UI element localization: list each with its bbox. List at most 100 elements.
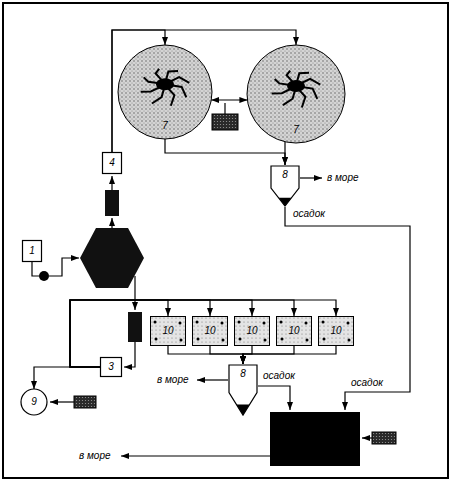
- particle: [306, 339, 309, 342]
- flow-label-text: осадок: [292, 208, 326, 220]
- outlet-line: [300, 177, 322, 178]
- organism-leg: [171, 85, 186, 97]
- sludge-line: [258, 386, 290, 410]
- callout-number: 4: [109, 157, 115, 169]
- pump-dot: [39, 271, 49, 281]
- flow-line: [111, 218, 112, 228]
- flow-label: в море: [326, 172, 360, 184]
- feed-line: [32, 262, 39, 276]
- organism-leg: [272, 89, 291, 94]
- callout-number: 7: [293, 124, 299, 136]
- organism-leg: [299, 90, 305, 107]
- flow-connector: [211, 99, 247, 100]
- callout-number: 10: [204, 325, 215, 337]
- callout-number: 7: [162, 120, 168, 132]
- flow-line: [111, 176, 112, 190]
- particle: [280, 321, 283, 324]
- reagent-block: [74, 396, 96, 408]
- organism-leg: [287, 71, 293, 82]
- particle: [281, 338, 284, 341]
- flow-label: осадок: [292, 208, 326, 220]
- particle: [323, 338, 326, 341]
- box-outline: [103, 153, 122, 174]
- flow-label-text: в море: [78, 450, 112, 462]
- flow-line: [134, 276, 135, 310]
- particle: [347, 322, 350, 325]
- flow-connector: [243, 346, 252, 364]
- callout-number: 3: [108, 361, 114, 373]
- tank-outline: [118, 45, 212, 139]
- outlet-line: [121, 455, 270, 456]
- treatment-cell: 10: [276, 316, 312, 346]
- flow-connector: [165, 139, 285, 165]
- organism-leg: [168, 88, 174, 105]
- flow-label: осадок: [350, 377, 384, 389]
- cell-outline: [235, 317, 270, 346]
- particle: [322, 321, 325, 324]
- flow-label-text: осадок: [262, 370, 296, 382]
- box-outline: [101, 358, 122, 377]
- flow-connector: [168, 346, 243, 364]
- flow-label: в море: [156, 374, 190, 386]
- sludge-unit: [270, 412, 360, 466]
- organism-leg: [283, 91, 295, 105]
- flow-connector: [284, 142, 285, 165]
- flow-label: осадок: [262, 370, 296, 382]
- cell-outline: [193, 317, 228, 346]
- flow-connector: [243, 346, 336, 364]
- particle: [221, 322, 224, 325]
- sludge-line: [285, 207, 410, 410]
- filter-block: [128, 312, 142, 342]
- callout-number: 9: [31, 396, 37, 408]
- callout-number: 1: [29, 245, 35, 257]
- particle: [238, 321, 241, 324]
- callout-number: 10: [288, 325, 299, 337]
- callout-number: 10: [162, 325, 173, 337]
- organism-leg: [302, 87, 317, 99]
- tank-outline: [247, 45, 345, 143]
- particle: [154, 321, 157, 324]
- settler-outline: [229, 365, 257, 415]
- flow-label: в море: [78, 450, 112, 462]
- filter-block: [105, 190, 119, 216]
- cell-outline: [277, 317, 312, 346]
- particle: [239, 338, 242, 341]
- flow-connector: [34, 367, 100, 389]
- organism-figure: [272, 71, 321, 108]
- reagent-block: [372, 432, 396, 444]
- flow-label-text: осадок: [350, 377, 384, 389]
- flow-connector: [243, 346, 294, 364]
- treatment-cell: 10: [192, 316, 228, 346]
- process-box: 4: [102, 152, 122, 174]
- sediment: [279, 198, 292, 206]
- cell-outline: [319, 317, 354, 346]
- particle: [197, 338, 200, 341]
- particle: [263, 322, 266, 325]
- outlet-line: [197, 379, 228, 380]
- round-unit: 9: [20, 388, 48, 416]
- settling-tank: 8: [270, 165, 300, 207]
- aeration-tank: 7: [246, 44, 346, 144]
- sediment: [236, 405, 249, 415]
- box-outline: [23, 241, 42, 262]
- organism-leg: [141, 87, 160, 92]
- particle: [196, 321, 199, 324]
- feed-line: [49, 258, 79, 276]
- particle: [305, 322, 308, 325]
- flow-connector: [70, 300, 252, 367]
- link-line: [224, 103, 225, 114]
- particle: [264, 339, 267, 342]
- treatment-cell: 10: [234, 316, 270, 346]
- hexagon-unit: [80, 228, 144, 288]
- flow-connector: [210, 346, 243, 364]
- treatment-cell: 10: [318, 316, 354, 346]
- cell-outline: [151, 317, 186, 346]
- particle: [179, 322, 182, 325]
- organism-leg: [156, 69, 162, 80]
- frame: [3, 3, 448, 478]
- organism-body: [287, 80, 305, 92]
- round-outline: [21, 389, 47, 415]
